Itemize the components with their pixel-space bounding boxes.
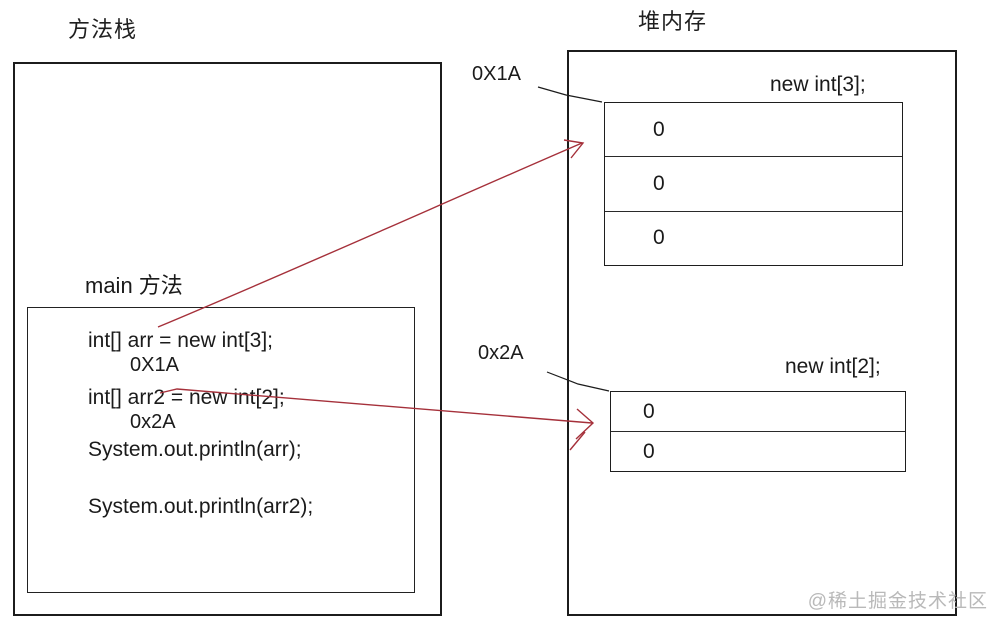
code-line-arr2-decl: int[] arr2 = new int[2];: [88, 386, 285, 409]
stack-addr-0x1a: 0X1A: [130, 354, 179, 376]
array1-cell-1: 0: [605, 157, 902, 212]
array2-cell-0-value: 0: [643, 399, 655, 423]
array1-cell-1-value: 0: [653, 171, 665, 195]
code-line-arr-decl: int[] arr = new int[3];: [88, 329, 274, 352]
main-method-label: main 方法: [85, 273, 183, 298]
heap-addr-0x1a: 0X1A: [472, 63, 521, 85]
array2-cell-1-value: 0: [643, 439, 655, 463]
array1-cell-2: 0: [605, 212, 902, 265]
heap-addr-0x2a: 0x2A: [478, 342, 524, 364]
watermark: @稀土掘金技术社区: [807, 591, 988, 612]
array1-box: 0 0 0: [604, 102, 903, 266]
array1-cell-2-value: 0: [653, 226, 665, 250]
array2-cell-1: 0: [611, 432, 905, 471]
heap-title: 堆内存: [638, 9, 708, 34]
heap-memory-box: [567, 50, 957, 616]
method-stack-box: [13, 62, 442, 616]
array1-cell-0: 0: [605, 103, 902, 158]
array2-cell-0: 0: [611, 392, 905, 432]
array2-label: new int[2];: [785, 355, 881, 378]
code-line-println-arr2: System.out.println(arr2);: [88, 495, 314, 518]
array1-cell-0-value: 0: [653, 117, 665, 141]
stack-addr-0x2a: 0x2A: [130, 411, 176, 433]
stack-title: 方法栈: [68, 17, 138, 42]
code-line-println-arr: System.out.println(arr);: [88, 438, 302, 461]
array1-label: new int[3];: [770, 73, 866, 96]
array2-box: 0 0: [610, 391, 906, 472]
